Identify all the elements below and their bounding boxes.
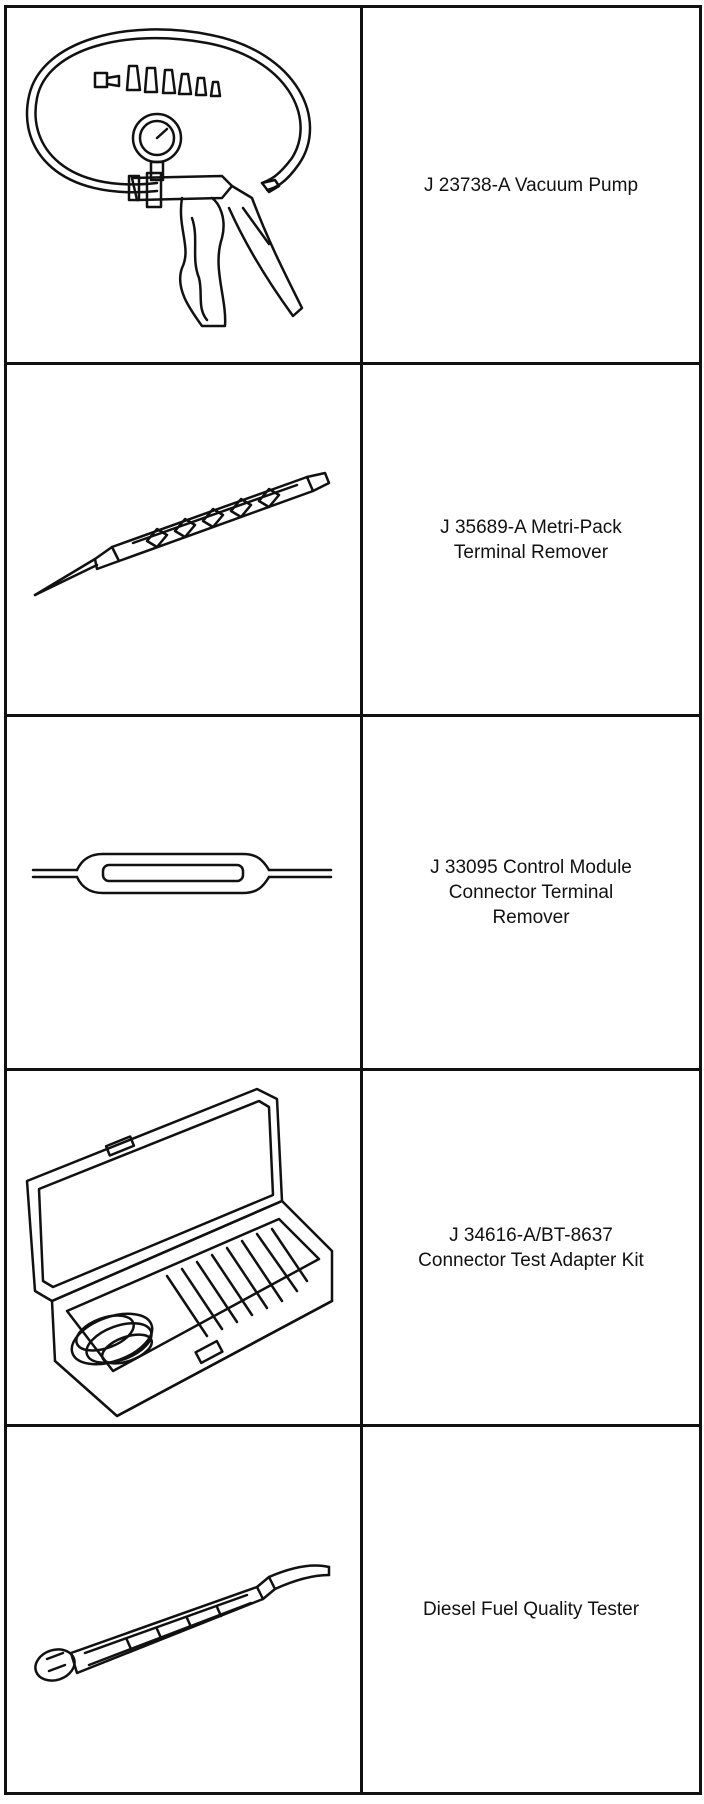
tool-label-line: Diesel Fuel Quality Tester	[422, 1599, 640, 1620]
tool-label-line: J 35689-A Metri-Pack	[440, 516, 622, 538]
terminal-remover-probe-icon	[33, 471, 331, 597]
double-ended-terminal-remover-icon	[31, 852, 333, 895]
fuel-tester-icon	[34, 1564, 331, 1682]
tool-label-line: Connector Terminal	[448, 882, 614, 903]
tool-label-line: Remover	[492, 907, 570, 928]
tool-label-line: Connector Test Adapter Kit	[418, 1249, 644, 1271]
tool-label-line: Terminal Remover	[453, 541, 609, 563]
tool-label-cell: J 34616-A/BT-8637 Connector Test Adapter…	[363, 1071, 699, 1424]
tool-table: J 23738-A Vacuum Pump	[4, 5, 702, 1795]
tool-row-control-module-remover: J 33095 Control Module Connector Termina…	[7, 717, 699, 1071]
tool-label-line: J 33095 Control Module	[430, 857, 632, 878]
tool-label-cell: Diesel Fuel Quality Tester	[363, 1427, 699, 1792]
vacuum-pump-illustration	[7, 8, 363, 362]
tool-label-cell: J 23738-A Vacuum Pump	[363, 8, 699, 362]
tool-row-vacuum-pump: J 23738-A Vacuum Pump	[7, 8, 699, 365]
tool-row-metri-pack-remover: J 35689-A Metri-Pack Terminal Remover	[7, 365, 699, 717]
adapter-kit-illustration	[7, 1071, 363, 1424]
tool-label-cell: J 35689-A Metri-Pack Terminal Remover	[363, 365, 699, 714]
vacuum-pump-icon	[25, 28, 312, 328]
adapter-kit-case-icon	[25, 1087, 334, 1418]
tool-label-line: J 34616-A/BT-8637	[449, 1224, 613, 1246]
tool-row-adapter-kit: J 34616-A/BT-8637 Connector Test Adapter…	[7, 1071, 699, 1427]
double-ended-remover-illustration	[7, 717, 363, 1068]
tool-label-cell: J 33095 Control Module Connector Termina…	[363, 717, 699, 1068]
tool-row-fuel-tester: Diesel Fuel Quality Tester	[7, 1427, 699, 1792]
terminal-remover-illustration	[7, 365, 363, 714]
tool-label-line: J 23738-A Vacuum Pump	[423, 174, 639, 196]
fuel-tester-illustration	[7, 1427, 363, 1792]
